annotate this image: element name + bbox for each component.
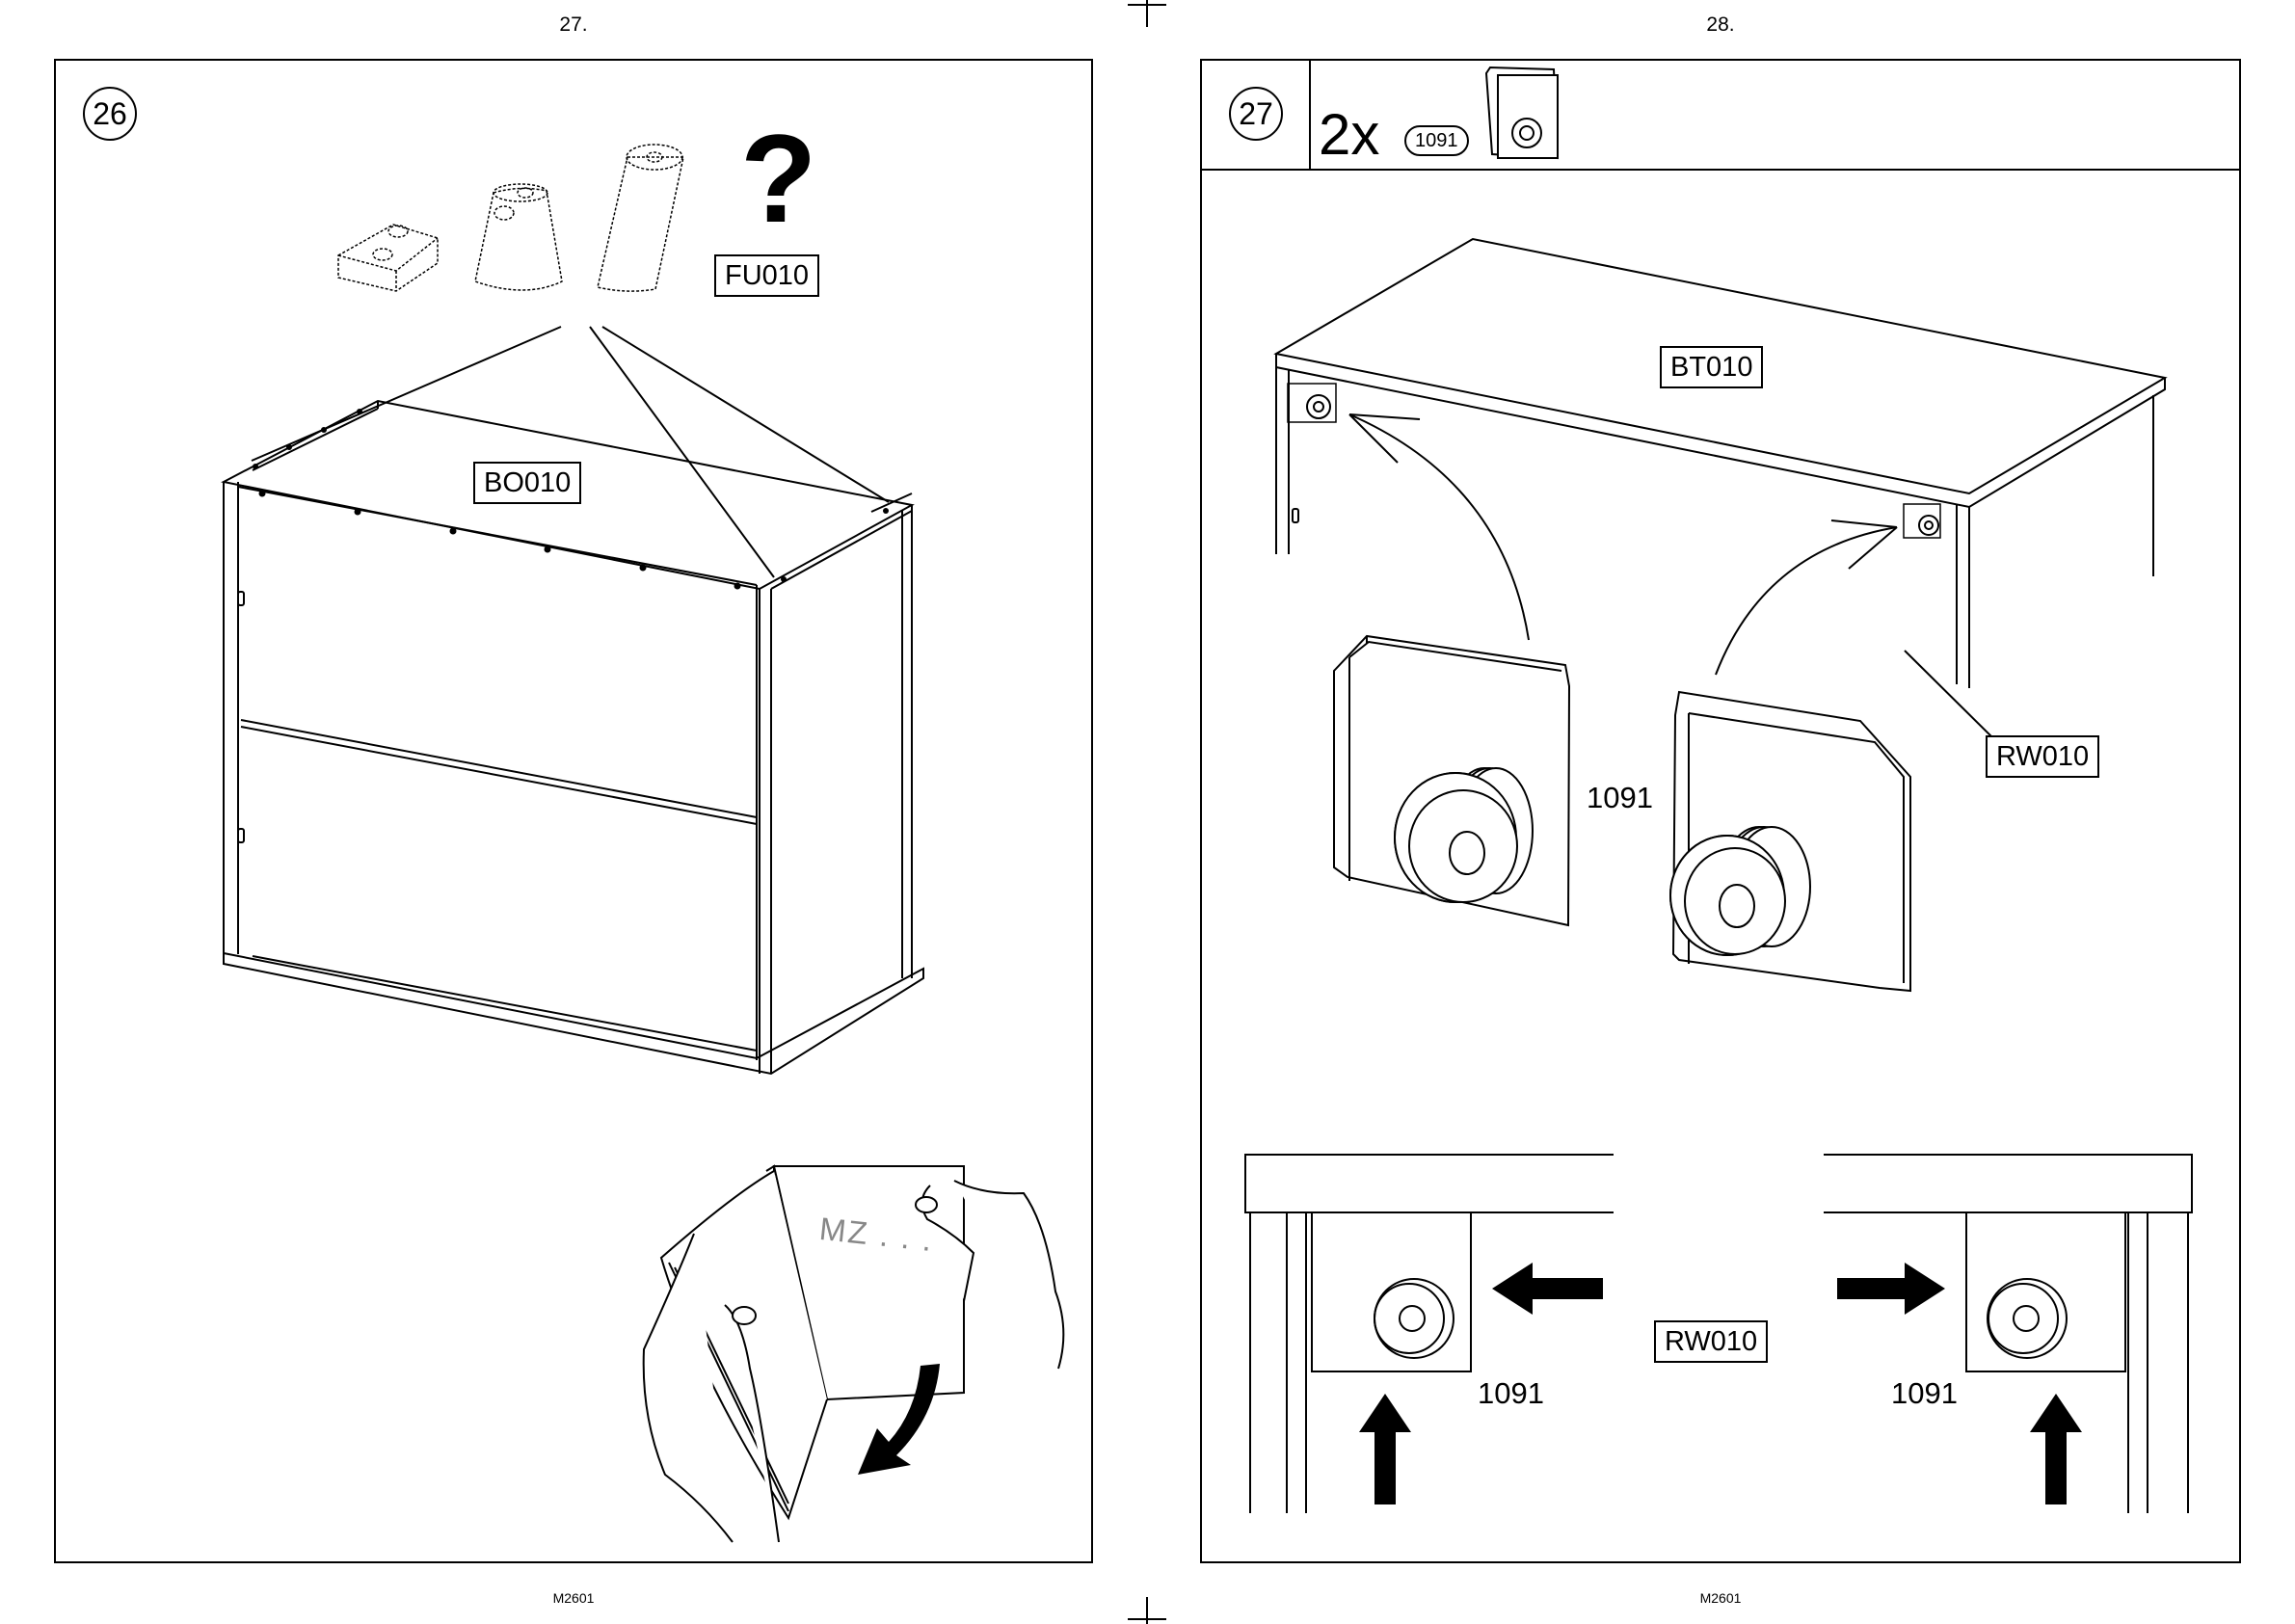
insert-arrows — [1349, 414, 1897, 675]
part-1091-icon — [1486, 67, 1558, 158]
part-1091-large-left — [1334, 636, 1569, 925]
footer-code-left: M2601 — [477, 1590, 670, 1606]
label-rw010-detail: RW010 — [1654, 1320, 1768, 1363]
part-1091-large-right — [1670, 692, 1910, 991]
question-mark: ? — [740, 116, 816, 241]
quantity-text: 2x — [1319, 104, 1379, 166]
label-bt010: BT010 — [1660, 346, 1763, 388]
fitting-options-group — [338, 145, 683, 291]
label-bo010: BO010 — [473, 462, 581, 504]
part-1091-callout-left: 1091 — [1478, 1376, 1544, 1411]
part-code-badge: 1091 — [1404, 125, 1469, 156]
crop-marks — [1128, 0, 1166, 1624]
step-27-number: 27 — [1229, 87, 1283, 141]
part-1091-callout-large: 1091 — [1587, 781, 1653, 815]
footer-code-right: M2601 — [1624, 1590, 1817, 1606]
step-26-number: 26 — [83, 87, 137, 141]
part-1091-callout-right: 1091 — [1891, 1376, 1958, 1411]
label-fu010: FU010 — [714, 254, 819, 297]
label-rw010-top: RW010 — [1986, 735, 2099, 778]
